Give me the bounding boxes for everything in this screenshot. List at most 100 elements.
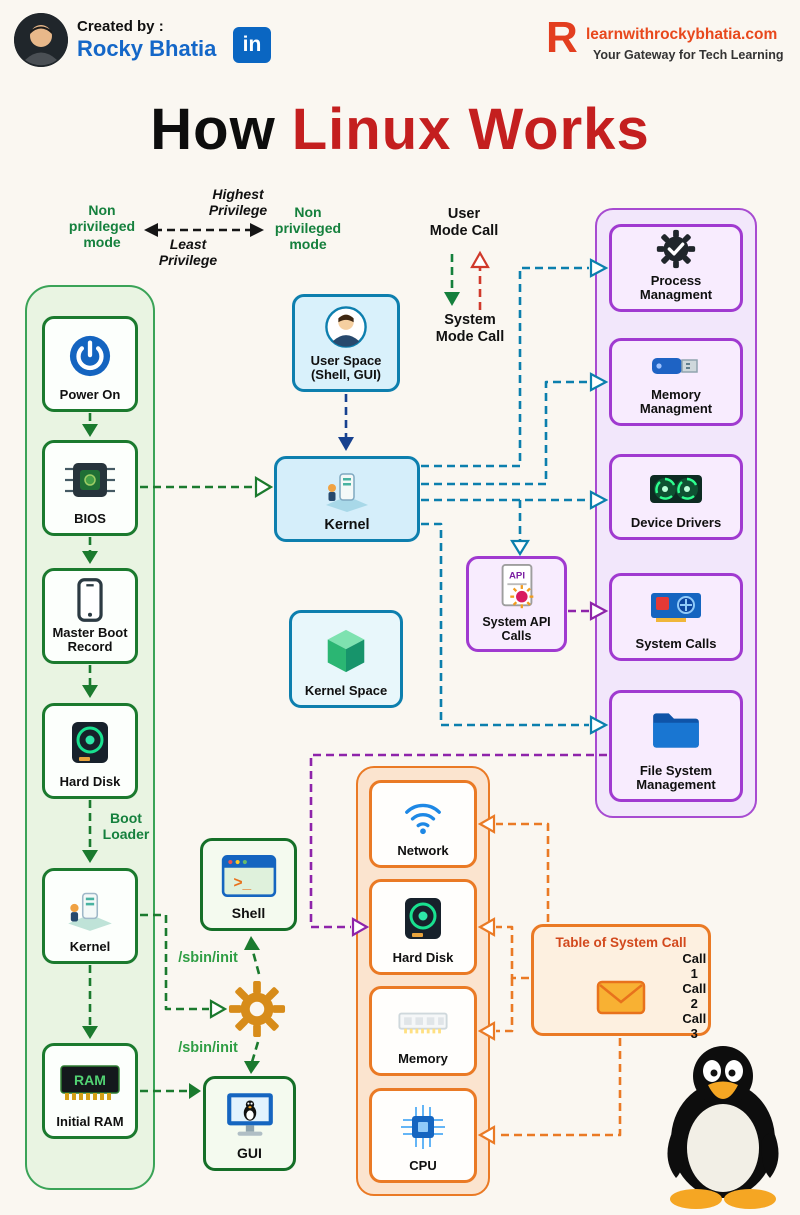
conn-kernel-initram xyxy=(82,965,98,1039)
conn-kernel-memory-mgmt xyxy=(421,372,609,486)
created-by-label: Created by : xyxy=(77,18,164,35)
boot-node-kernel: Kernel xyxy=(42,868,138,964)
init-gear-icon xyxy=(228,980,286,1043)
kernel-label: Kernel xyxy=(324,516,370,533)
conn-kernel-api-calls xyxy=(510,500,530,557)
terminal-icon: >_ xyxy=(206,847,291,904)
mgmt-node-label: Process Managment xyxy=(639,272,713,303)
user-space-label: User Space (Shell, GUI) xyxy=(310,352,382,383)
boot-node-initial-ram: RAM Initial RAM xyxy=(42,1043,138,1139)
envelope-icon xyxy=(572,976,671,1018)
process-gear-icon xyxy=(615,226,737,272)
boot-node-label: Kernel xyxy=(69,939,111,955)
note-user-mode-call: User Mode Call xyxy=(429,206,499,239)
hw-node-network: Network xyxy=(369,780,477,868)
conn-bios-kernel-mid xyxy=(140,476,274,498)
syscall-table-title: Table of System Call xyxy=(555,935,687,950)
cpu-chip-icon xyxy=(375,1097,471,1157)
device-fans-icon xyxy=(615,463,737,514)
syscall-item: Call 2 xyxy=(682,981,707,1011)
svg-text:API: API xyxy=(508,570,524,581)
api-doc-icon: API xyxy=(472,563,561,613)
mgmt-node-label: File System Management xyxy=(636,762,716,793)
mgmt-node-process: Process Managment xyxy=(609,224,743,312)
arrow-user-mode-call xyxy=(444,254,460,306)
conn-kernel-init-gear xyxy=(140,913,228,1019)
mgmt-node-device-drivers: Device Drivers xyxy=(609,454,743,540)
graphics-card-icon xyxy=(615,582,737,635)
boot-node-power-on: Power On xyxy=(42,316,138,412)
conn-table-cpu xyxy=(477,1038,622,1145)
mbr-icon xyxy=(48,577,132,624)
power-icon xyxy=(48,325,132,386)
author-name: Rocky Bhatia xyxy=(77,36,217,61)
gui-label: GUI xyxy=(237,1145,262,1162)
conn-bios-mbr xyxy=(82,537,98,564)
user-space-node: User Space (Shell, GUI) xyxy=(292,294,400,392)
boot-node-label: Master Boot Record xyxy=(52,624,128,655)
boot-node-hard-disk: Hard Disk xyxy=(42,703,138,799)
boot-node-label: Hard Disk xyxy=(59,774,121,790)
note-boot-loader: Boot Loader xyxy=(102,810,150,843)
conn-kernel-file-system xyxy=(421,522,609,735)
mgmt-node-label: Memory Managment xyxy=(639,386,713,417)
conn-apicalls-systemcalls xyxy=(568,601,609,621)
kernel-space-label: Kernel Space xyxy=(304,683,388,699)
wifi-icon xyxy=(375,789,471,842)
conn-kernel-device-drivers xyxy=(421,490,609,510)
syscall-item: Call 3 xyxy=(682,1011,707,1041)
conn-initram-gui xyxy=(140,1083,201,1099)
tux-penguin-image xyxy=(648,1038,798,1215)
folder-icon xyxy=(615,699,737,762)
syscall-list: Call 1 Call 2 Call 3 xyxy=(682,951,707,1041)
note-non-privileged-left: Non privileged mode xyxy=(68,202,136,251)
brand-logo: R xyxy=(546,13,578,62)
conn-gear-shell xyxy=(244,936,261,975)
note-non-privileged-right: Non privileged mode xyxy=(274,204,342,253)
kernel-illustration-icon xyxy=(280,465,414,515)
conn-table-memory xyxy=(477,978,514,1041)
hw-node-label: CPU xyxy=(409,1158,437,1174)
title-prefix: How xyxy=(150,97,276,162)
brand-url[interactable]: learnwithrockybhatia.com xyxy=(586,26,778,43)
brand-tagline: Your Gateway for Tech Learning xyxy=(593,48,784,62)
mgmt-node-file-system: File System Management xyxy=(609,690,743,802)
boot-node-label: BIOS xyxy=(74,511,106,527)
note-highest-privilege: Highest Privilege xyxy=(208,186,268,219)
mgmt-node-label: System Calls xyxy=(635,636,717,652)
system-api-calls-node: API System API Calls xyxy=(466,556,567,652)
conn-gear-gui xyxy=(244,1041,260,1074)
arrow-privilege-scale xyxy=(144,223,264,237)
hard-disk-icon xyxy=(375,888,471,949)
sbin-init-label-top: /sbin/init xyxy=(178,950,238,966)
conn-userspace-kernel xyxy=(338,394,354,451)
mgmt-node-memory: Memory Managment xyxy=(609,338,743,426)
boot-node-label: Power On xyxy=(59,387,121,403)
conn-poweron-bios xyxy=(82,413,98,437)
hw-node-label: Memory xyxy=(398,1051,448,1067)
kernel-illustration-icon xyxy=(48,877,132,938)
boot-node-mbr: Master Boot Record xyxy=(42,568,138,664)
shell-label: Shell xyxy=(231,905,266,922)
gui-node: GUI xyxy=(203,1076,296,1171)
hw-node-label: Network xyxy=(397,843,449,859)
svg-text:RAM: RAM xyxy=(74,1072,106,1088)
conn-kernel-process-mgmt xyxy=(421,258,609,468)
kernel-node: Kernel xyxy=(274,456,420,542)
bios-chip-icon xyxy=(48,449,132,510)
linkedin-icon[interactable]: in xyxy=(233,27,271,63)
sbin-init-label-bottom: /sbin/init xyxy=(178,1040,238,1056)
svg-text:>_: >_ xyxy=(233,874,251,891)
system-api-calls-label: System API Calls xyxy=(482,615,551,643)
user-avatar-icon xyxy=(298,303,394,352)
title-highlight: Linux Works xyxy=(291,97,650,162)
note-least-privilege: Least Privilege xyxy=(158,236,218,269)
conn-harddisk-kernel xyxy=(82,800,98,863)
memory-stick-icon xyxy=(375,995,471,1050)
ram-chip-icon: RAM xyxy=(48,1052,132,1113)
author-avatar xyxy=(14,13,68,67)
hard-disk-icon xyxy=(48,712,132,773)
syscall-item: Call 1 xyxy=(682,951,707,981)
